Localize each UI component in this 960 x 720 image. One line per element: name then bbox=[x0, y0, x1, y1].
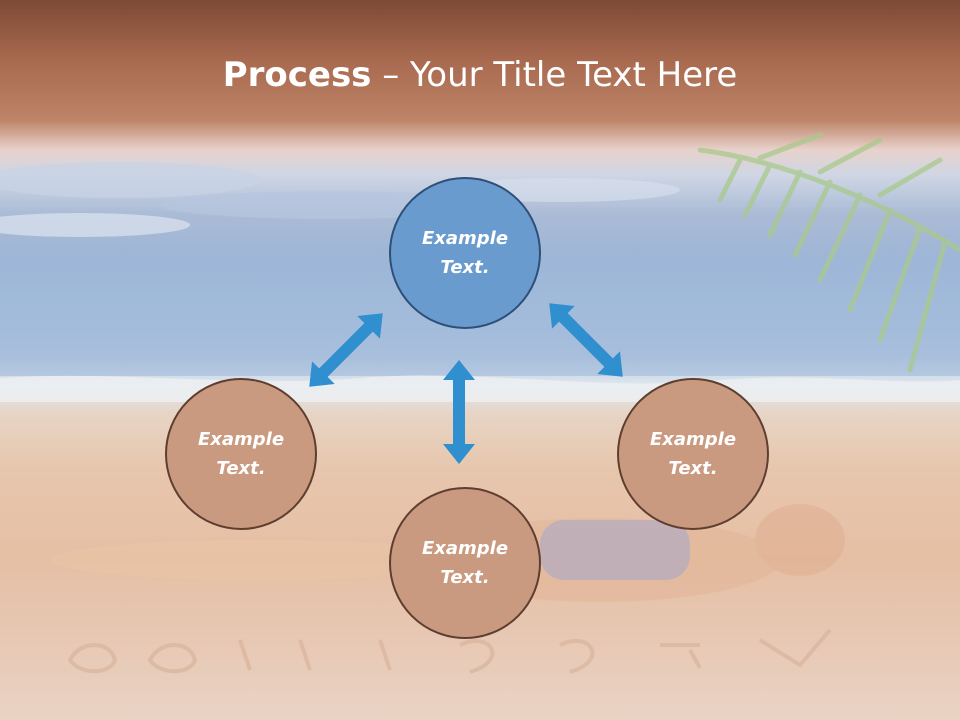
arrow-vertical bbox=[443, 360, 475, 464]
node-right-label: Example Text. bbox=[649, 429, 737, 479]
node-bottom-label: Example Text. bbox=[421, 538, 509, 588]
node-bottom[interactable]: Example Text. bbox=[389, 487, 541, 639]
arrow-top-right bbox=[537, 291, 635, 389]
slide-title: Process – Your Title Text Here bbox=[0, 50, 960, 100]
arrow-top-left bbox=[297, 301, 395, 399]
node-left-label: Example Text. bbox=[197, 429, 285, 479]
title-bold: Process bbox=[222, 55, 372, 95]
node-top[interactable]: Example Text. bbox=[389, 177, 541, 329]
title-rest: – Your Title Text Here bbox=[371, 55, 738, 95]
node-left[interactable]: Example Text. bbox=[165, 378, 317, 530]
node-top-label: Example Text. bbox=[421, 228, 509, 278]
node-right[interactable]: Example Text. bbox=[617, 378, 769, 530]
